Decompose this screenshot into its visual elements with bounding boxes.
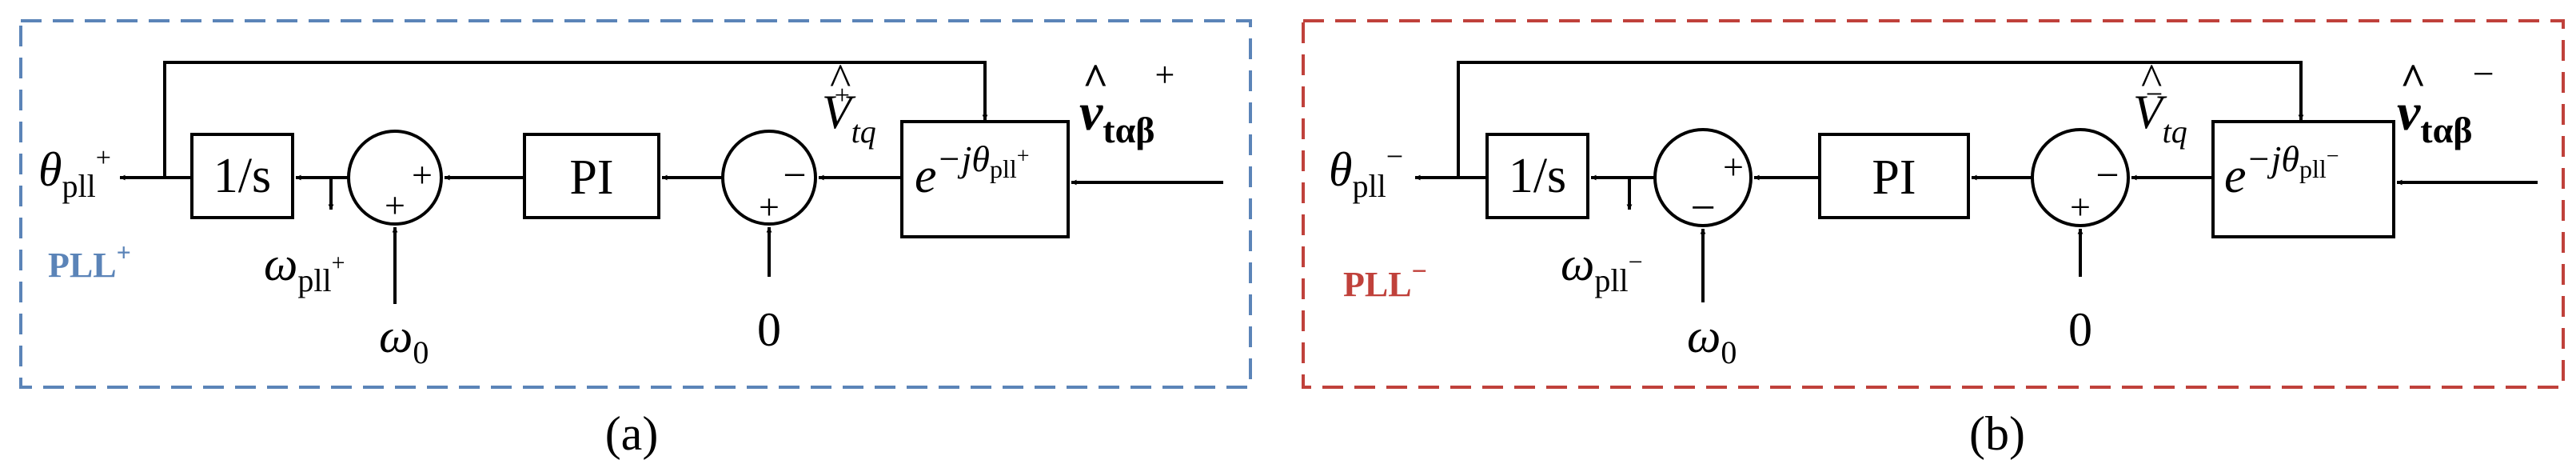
theta-feedback-line bbox=[163, 61, 988, 178]
theta-pll-label: θpll− bbox=[1329, 140, 1403, 204]
sum1-top-sign: + bbox=[1723, 146, 1744, 187]
panel-a-name: PLL+ bbox=[48, 238, 131, 285]
integrator-label: 1/s bbox=[213, 149, 271, 203]
input-hat: ^ bbox=[2400, 55, 2426, 105]
integrator-block bbox=[1485, 133, 1589, 219]
sum1-bottom-sign: − bbox=[1690, 183, 1716, 233]
ref-zero-label: 0 bbox=[757, 303, 781, 356]
sum1-top-sign: + bbox=[412, 154, 433, 195]
pi-controller-label: PI bbox=[569, 150, 613, 205]
panel-b-name: PLL− bbox=[1343, 257, 1427, 304]
sum2-top-sign: − bbox=[2095, 153, 2119, 198]
rotation-label: e−jθpll+ bbox=[915, 138, 1030, 203]
vtq-label: Vtq+ bbox=[822, 81, 876, 150]
theta-pll-label: θpll+ bbox=[38, 143, 111, 204]
omega-pll-label: ωpll− bbox=[1561, 238, 1643, 298]
theta-feedback-line bbox=[1457, 61, 2304, 178]
input-signal-label: vtαβ− bbox=[2397, 53, 2494, 150]
omega0-label: ω0 bbox=[1687, 310, 1737, 370]
omega-pll-label: ωpll+ bbox=[264, 238, 345, 298]
vtq-label: Vtq− bbox=[2133, 78, 2187, 150]
integrator-label: 1/s bbox=[1509, 149, 1566, 203]
rotation-block bbox=[2211, 120, 2395, 238]
sum2-top-sign: − bbox=[783, 153, 806, 198]
vtq-hat: ^ bbox=[830, 55, 851, 105]
rotation-label: e−jθpll− bbox=[2224, 138, 2339, 203]
omega0-label: ω0 bbox=[379, 310, 429, 370]
sum2-bottom-sign: + bbox=[2070, 186, 2091, 227]
panel-a-frame bbox=[19, 19, 1252, 389]
input-signal-label: vtαβ+ bbox=[1079, 55, 1174, 150]
sum1-bottom-sign: + bbox=[385, 185, 405, 226]
panel-b-frame bbox=[1302, 19, 2565, 389]
ref-zero-label: 0 bbox=[2068, 303, 2092, 356]
panel-a-caption: (a) bbox=[605, 407, 659, 460]
vtq-hat: ^ bbox=[2141, 55, 2162, 105]
panel-b: 1/s + − PI − + e−jθpll− θpll− ωpll− ω0 bbox=[1302, 19, 2565, 460]
pi-controller-block bbox=[523, 133, 660, 219]
panel-a: 1/s + + PI − + e−jθpll+ θpll+ ωpll+ bbox=[19, 19, 1252, 460]
rotation-block bbox=[900, 120, 1070, 238]
input-hat: ^ bbox=[1083, 55, 1109, 105]
sum2-bottom-sign: + bbox=[759, 186, 780, 227]
panel-b-caption: (b) bbox=[1969, 407, 2025, 460]
pi-controller-label: PI bbox=[1872, 150, 1916, 205]
